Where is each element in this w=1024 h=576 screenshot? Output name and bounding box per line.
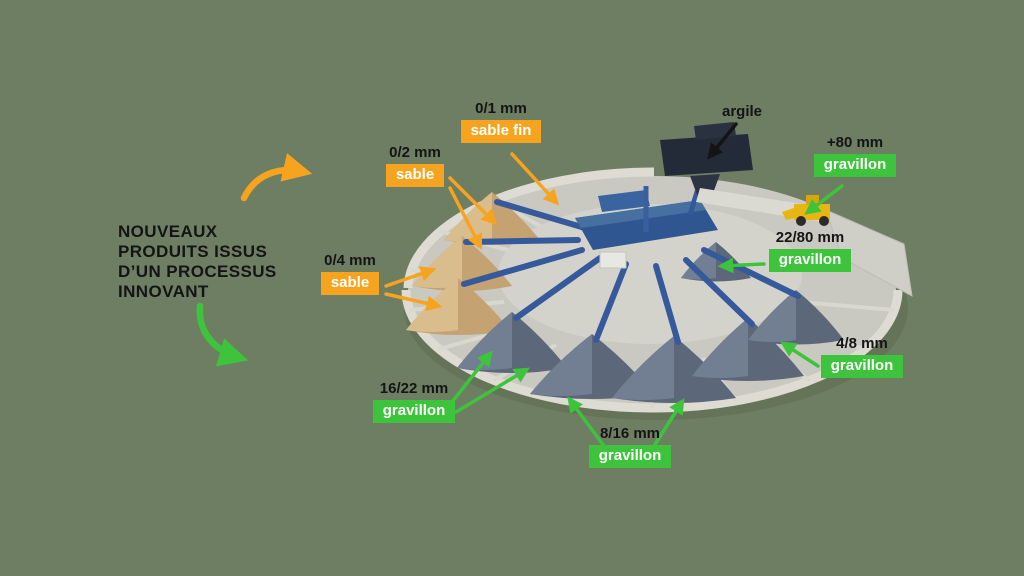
arrow-sable-0-2-a: [448, 176, 498, 226]
product-badge: gravillon: [813, 154, 897, 177]
callout-gravillon-8-16: 8/16 mm gravillon: [580, 425, 680, 468]
size-label: 4/8 mm: [836, 335, 888, 352]
page-title-line: D’UN PROCESSUS: [118, 262, 277, 282]
clay-hopper: [660, 134, 753, 176]
callout-arrows: [384, 122, 844, 448]
product-badge: sable: [320, 272, 380, 295]
arrow-gravillon-8-16-b: [652, 398, 685, 448]
product-badge: sable fin: [460, 120, 542, 143]
arrow-gravillon-16-22-b: [454, 367, 530, 414]
callout-sable-fin: 0/1 mm sable fin: [451, 100, 551, 143]
gravel-pile-highlight: [530, 334, 592, 396]
sand-pile-highlight: [444, 192, 492, 242]
callout-gravillon-plus80: +80 mm gravillon: [805, 134, 905, 177]
size-label: 0/4 mm: [324, 252, 376, 269]
size-label: argile: [721, 103, 763, 120]
plant-cabin: [599, 251, 627, 269]
green-swoosh-arrow-icon: [196, 302, 249, 367]
callout-gravillon-22-80: 22/80 mm gravillon: [760, 229, 860, 272]
arrow-argile: [707, 122, 738, 160]
gravel-pile-highlight: [612, 336, 674, 400]
arrow-sable-0-4-a: [384, 266, 437, 288]
arrow-sable-0-2-b: [448, 186, 483, 251]
callout-argile: argile: [702, 103, 782, 120]
size-label: 22/80 mm: [775, 229, 845, 246]
gravel-pile-highlight: [692, 318, 748, 378]
page-title: NOUVEAUX PRODUITS ISSUS D’UN PROCESSUS I…: [118, 222, 328, 302]
arrow-gravillon-16-22-a: [450, 350, 493, 404]
page-title-line: NOUVEAUX: [118, 222, 218, 241]
size-label: 16/22 mm: [379, 380, 449, 397]
arrow-gravillon-plus80: [804, 184, 844, 215]
size-label: 0/2 mm: [389, 144, 441, 161]
swoosh-arrows: [196, 153, 313, 367]
size-label: 0/1 mm: [475, 100, 527, 117]
arrow-sable-fin: [510, 152, 560, 206]
product-badge: sable: [385, 164, 445, 187]
main-processing-unit-top: [575, 200, 706, 228]
callout-sable-0-4: 0/4 mm sable: [300, 252, 400, 295]
page-title-line: INNOVANT: [118, 282, 209, 302]
gravel-pile-highlight: [748, 290, 796, 342]
product-badge: gravillon: [820, 355, 904, 378]
central-machinery: [575, 122, 913, 297]
access-ramp: [825, 209, 913, 297]
product-badge: gravillon: [372, 400, 456, 423]
callout-gravillon-16-22: 16/22 mm gravillon: [364, 380, 464, 423]
arrow-gravillon-8-16-a: [567, 396, 606, 448]
arrow-gravillon-4-8: [780, 341, 820, 368]
callout-sable-0-2: 0/2 mm sable: [365, 144, 465, 187]
arrow-gravillon-22-80: [717, 257, 766, 274]
arrow-sable-0-4-b: [384, 292, 443, 312]
size-label: +80 mm: [826, 134, 884, 151]
product-badge: gravillon: [768, 249, 852, 272]
gravel-pile-highlight: [457, 312, 512, 370]
radial-conveyors: [461, 199, 801, 345]
product-badge: gravillon: [588, 445, 672, 468]
plant-illustration: [401, 122, 913, 420]
page-title-line: PRODUITS ISSUS: [118, 242, 268, 262]
callout-gravillon-4-8: 4/8 mm gravillon: [812, 335, 912, 378]
orange-swoosh-arrow-icon: [240, 153, 313, 202]
secondary-unit: [598, 190, 650, 212]
size-label: 8/16 mm: [599, 425, 661, 442]
